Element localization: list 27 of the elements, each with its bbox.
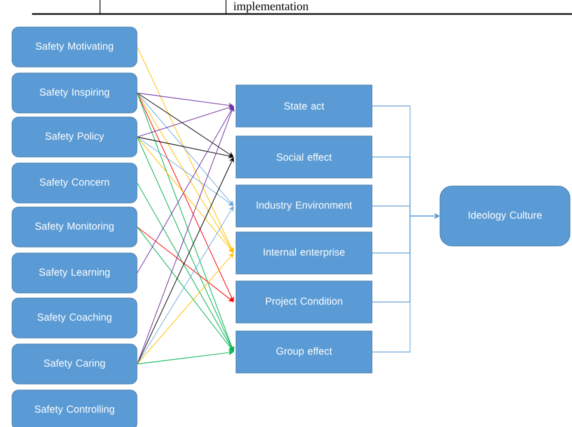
arrow xyxy=(136,92,234,253)
effect-box: Internal enterprise xyxy=(236,232,372,274)
result-box: Ideology Culture xyxy=(440,186,570,246)
arrow xyxy=(136,253,234,364)
arrow xyxy=(136,92,234,206)
table-cell-text: implementation xyxy=(234,2,308,13)
factor-box: Safety Motivating xyxy=(12,26,138,68)
arrow xyxy=(136,92,234,302)
arrow xyxy=(136,136,234,253)
factor-box: Safety Policy xyxy=(12,116,138,158)
effect-box: Social effect xyxy=(236,136,372,178)
factor-box: Safety Monitoring xyxy=(12,206,138,248)
effect-box: Industry Environment xyxy=(236,184,372,228)
factor-box: Safety Coaching xyxy=(12,298,138,338)
factor-box: Safety Concern xyxy=(12,162,138,204)
arrow xyxy=(136,206,234,364)
factor-box: Safety Learning xyxy=(12,252,138,294)
factor-box: Safety Caring xyxy=(12,344,138,384)
factor-box: Safety Inspiring xyxy=(12,72,138,114)
arrow xyxy=(136,226,234,352)
factor-box: Safety Controlling xyxy=(12,390,138,427)
effect-box: State act xyxy=(236,84,372,128)
arrow xyxy=(136,106,234,274)
effect-box: Group effect xyxy=(236,330,372,374)
effect-box: Project Condition xyxy=(236,280,372,324)
arrow xyxy=(136,46,234,253)
arrow xyxy=(136,182,234,352)
